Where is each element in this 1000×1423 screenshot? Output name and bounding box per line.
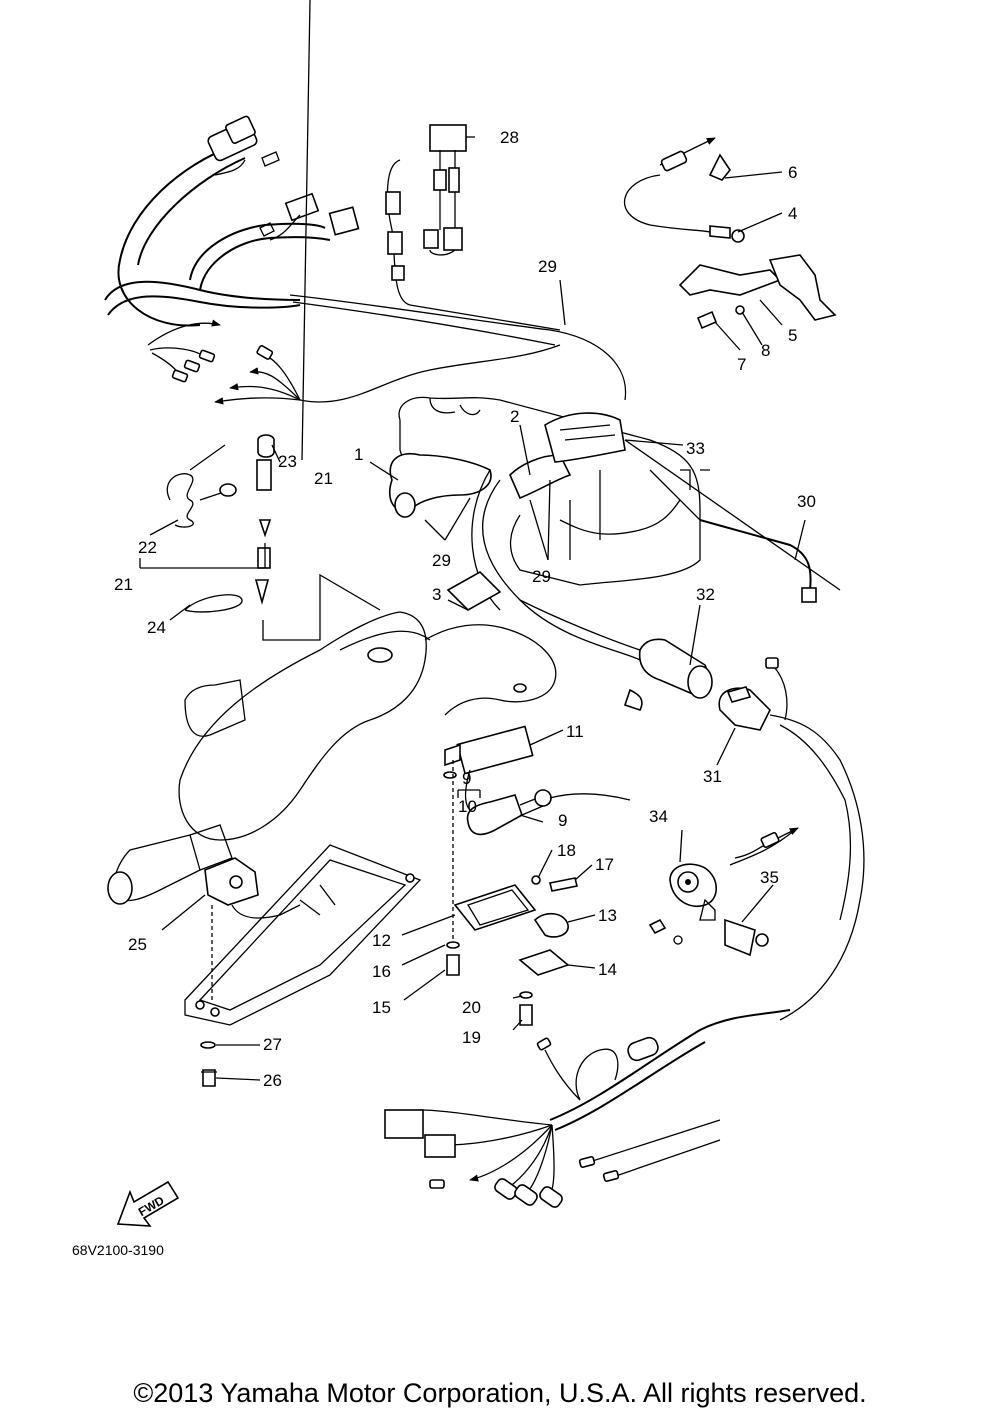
lanyard-switch (166, 434, 381, 641)
callout-7: 7 (737, 355, 746, 374)
callout-35: 35 (760, 868, 779, 887)
callout-24: 24 (147, 618, 166, 637)
callout-17: 17 (595, 855, 614, 874)
main-wire-harness (104, 115, 627, 405)
callout-8: 8 (761, 341, 770, 360)
callout-16: 16 (372, 962, 391, 981)
callout-20: 20 (462, 998, 481, 1017)
callout-31: 31 (703, 767, 722, 786)
lower-harness (384, 1009, 791, 1208)
callout-28: 28 (500, 128, 519, 147)
callout-13: 13 (598, 906, 617, 925)
callout-6: 6 (788, 163, 797, 182)
callout-21-top: 21 (314, 469, 333, 488)
callout-11: 11 (566, 722, 584, 741)
grommets (388, 412, 841, 661)
callout-25: 25 (128, 935, 147, 954)
callout-23: 23 (278, 452, 297, 471)
control-handle (107, 611, 557, 905)
callout-10: 10 (458, 797, 477, 816)
callout-32: 32 (696, 585, 715, 604)
cover-fasteners (200, 1041, 217, 1087)
callout-2: 2 (510, 407, 519, 426)
sub-harness (385, 124, 561, 331)
callout-34: 34 (649, 807, 668, 826)
callout-labels: 28 6 4 29 5 8 7 2 33 1 23 21 30 22 29 29… (72, 128, 816, 1258)
callout-19: 19 (462, 1028, 481, 1047)
bottom-cover (184, 844, 422, 1026)
gasket (446, 571, 502, 611)
small-parts-center (443, 725, 631, 1026)
copyright-notice: ©2013 Yamaha Motor Corporation, U.S.A. A… (133, 1378, 867, 1408)
callout-29-left: 29 (432, 551, 451, 570)
sensor-assembly (623, 137, 837, 330)
callout-1: 1 (354, 445, 363, 464)
callout-15: 15 (372, 998, 391, 1017)
neutral-switch (204, 857, 301, 1000)
callout-3: 3 (432, 585, 441, 604)
fwd-arrow: FWD (116, 1180, 180, 1227)
callout-18: 18 (557, 841, 576, 860)
callout-29-right: 29 (532, 567, 551, 586)
callout-12: 12 (372, 931, 391, 950)
callout-30: 30 (797, 492, 816, 511)
callout-22: 22 (138, 538, 157, 557)
drawing-code: 68V2100-3190 (72, 1242, 164, 1258)
callout-4: 4 (788, 204, 797, 223)
parts-diagram: FWD (72, 0, 865, 1258)
leader-lines (139, 0, 806, 1081)
callout-21-bottom: 21 (114, 575, 133, 594)
right-components (519, 599, 865, 1021)
callout-5: 5 (788, 326, 797, 345)
callout-27: 27 (263, 1035, 282, 1054)
callout-29-top: 29 (538, 257, 557, 276)
callout-14: 14 (598, 960, 617, 979)
callout-26: 26 (263, 1071, 282, 1090)
callout-33: 33 (686, 439, 705, 458)
callout-9-top: 9 (462, 769, 471, 788)
callout-9-right: 9 (558, 811, 567, 830)
